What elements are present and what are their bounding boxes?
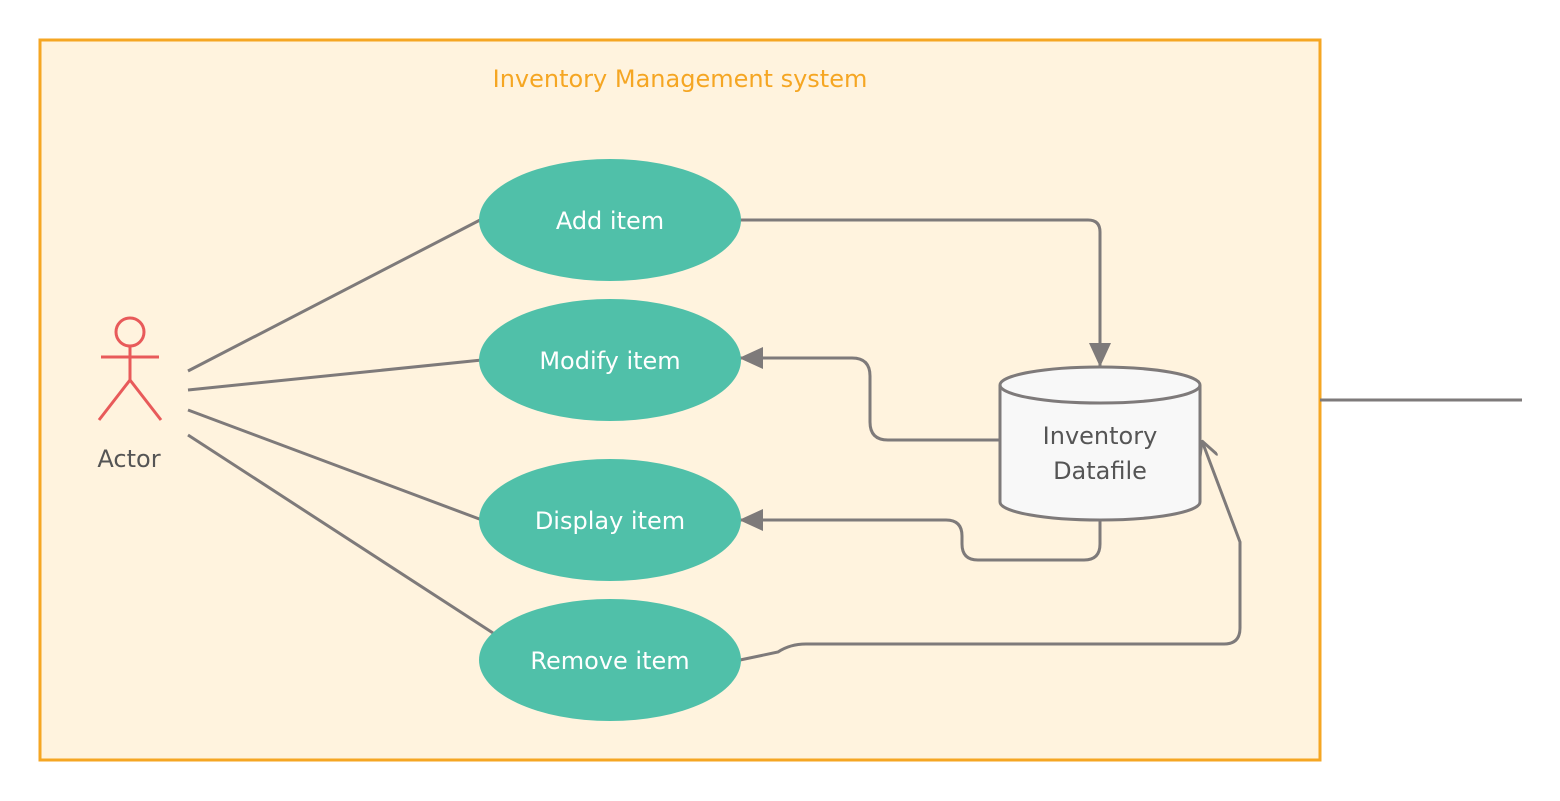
use-case-add-label: Add item bbox=[556, 207, 664, 235]
association-display bbox=[187, 408, 483, 522]
use-case-add-shape bbox=[479, 159, 741, 281]
datafile-label-line1: Inventory bbox=[1043, 422, 1158, 450]
use-case-add-item[interactable]: Add item bbox=[479, 159, 741, 281]
actor-right-leg bbox=[128, 379, 163, 421]
datafile-cylinder-body bbox=[998, 385, 1202, 522]
flow-remove-datafile bbox=[740, 441, 1242, 660]
flow-add-to-datafile bbox=[740, 218, 1111, 367]
actor-figure[interactable] bbox=[97, 316, 163, 421]
use-case-display-item[interactable]: Display item bbox=[479, 459, 741, 581]
use-case-modify-shape bbox=[479, 299, 741, 421]
use-case-display-label: Display item bbox=[535, 507, 685, 535]
actor-label: Actor bbox=[97, 445, 160, 473]
use-case-remove-item[interactable]: Remove item bbox=[479, 599, 741, 721]
association-add bbox=[187, 217, 483, 373]
use-case-modify-label: Modify item bbox=[539, 347, 680, 375]
association-modify bbox=[187, 358, 483, 392]
use-case-remove-label: Remove item bbox=[530, 647, 689, 675]
datafile-label-line2: Datafile bbox=[1053, 457, 1147, 485]
use-case-remove-shape bbox=[479, 599, 741, 721]
use-case-display-shape bbox=[479, 459, 741, 581]
system-title: Inventory Management system bbox=[493, 65, 868, 93]
inventory-datafile-store[interactable]: Inventory Datafile bbox=[998, 365, 1202, 522]
use-case-modify-item[interactable]: Modify item bbox=[479, 299, 741, 421]
datafile-cylinder-top bbox=[998, 365, 1202, 405]
association-remove bbox=[187, 433, 494, 635]
actor-left-leg bbox=[97, 379, 132, 421]
